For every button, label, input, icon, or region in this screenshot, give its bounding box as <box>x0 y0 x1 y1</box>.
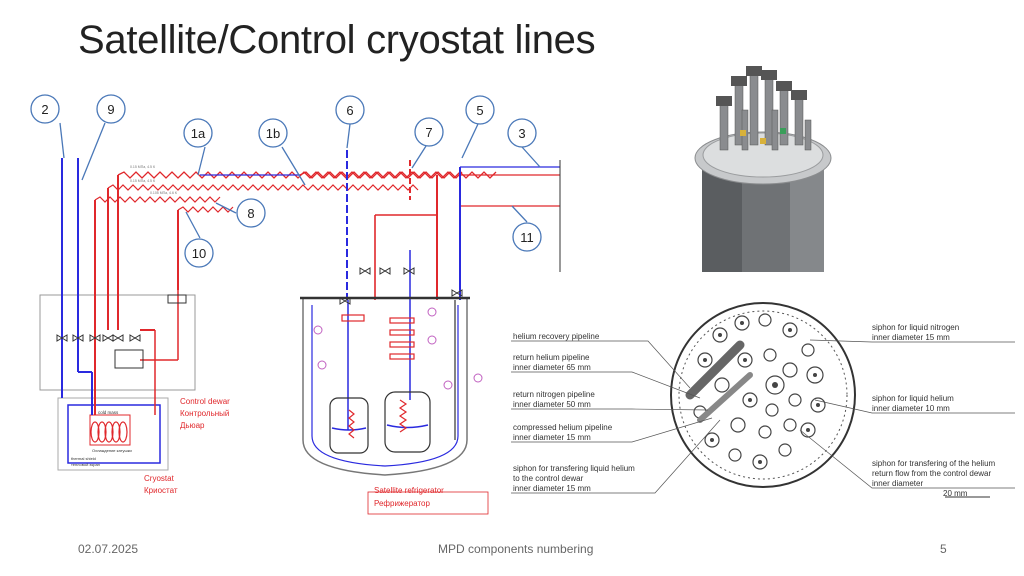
label-siphon-n2-2: inner diameter 15 mm <box>872 333 950 342</box>
callout-2 <box>30 94 60 124</box>
label-compressed-1: compressed helium pipeline <box>513 423 613 432</box>
svg-text:0.105 МПа, 4.6 К: 0.105 МПа, 4.6 К <box>150 191 178 195</box>
control-dewar-label: Control dewar <box>180 397 230 406</box>
cryostat-outer-box <box>57 397 169 471</box>
callout-label-7: 7 <box>425 125 432 140</box>
slide-footer: MPD components numbering <box>438 542 594 556</box>
control-dewar-ru2-label: Дьюар <box>180 421 205 430</box>
label-siphon-he-2: inner diameter 10 mm <box>872 404 950 413</box>
cold-mass-label: cold mass <box>98 410 119 415</box>
slide-date: 02.07.2025 <box>78 542 139 556</box>
callout-label-9: 9 <box>107 102 114 117</box>
label-siphon-return-2: return flow from the control dewar <box>872 469 991 478</box>
label-siphon-he-1: siphon for liquid helium <box>872 394 954 403</box>
coil <box>90 421 128 443</box>
label-compressed-2: inner diameter 15 mm <box>513 433 591 442</box>
label-return-helium-2: inner diameter 65 mm <box>513 363 591 372</box>
satellite-label: Satellite refrigerator <box>374 486 444 495</box>
label-return-helium-1: return helium pipeline <box>513 353 590 362</box>
satellite-refrigerator-schematic: Satellite refrigerator Рефрижератор <box>200 150 561 515</box>
label-siphon-return-1: siphon for transfering of the helium <box>872 459 996 468</box>
cryostat-ru-label: Криостат <box>144 486 178 495</box>
satellite-ru-label: Рефрижератор <box>374 499 430 508</box>
callout-label-5: 5 <box>476 103 483 118</box>
callout-5 <box>465 95 495 125</box>
cold-mass-box <box>89 414 131 446</box>
slide-title: Satellite/Control cryostat lines <box>78 18 596 62</box>
cryostat-label: Cryostat <box>144 474 175 483</box>
callout-label-1b: 1b <box>266 126 280 141</box>
callout-label-2: 2 <box>41 102 48 117</box>
callout-1b <box>258 118 288 148</box>
callout-3 <box>507 118 537 148</box>
callout-8 <box>236 198 266 228</box>
label-siphon-transfer-3: inner diameter 15 mm <box>513 484 591 493</box>
flange-labels: helium recovery pipeline return helium p… <box>513 323 996 498</box>
label-siphon-transfer-1: siphon for transfering liquid helium <box>513 464 635 473</box>
label-return-nitrogen-1: return nitrogen pipeline <box>513 390 595 399</box>
slide-number: 5 <box>940 542 947 556</box>
control-dewar-schematic: 0.15 МПа, 4.5 К 0.15 МПа, 4.5 К 0.105 МП… <box>39 158 497 495</box>
svg-text:0.15 МПа, 4.5 К: 0.15 МПа, 4.5 К <box>130 179 156 183</box>
callout-6 <box>335 95 365 125</box>
coil-label: Охлаждение катушки <box>92 448 132 453</box>
callout-labels: 2 9 1a 1b 6 7 5 3 8 10 11 <box>41 102 533 261</box>
callout-7 <box>414 117 444 147</box>
thermal-shield-ru-label: тепловой экран <box>71 462 100 467</box>
flange-top-view <box>511 302 1015 498</box>
callout-9 <box>96 94 126 124</box>
callout-label-3: 3 <box>518 126 525 141</box>
label-helium-recovery: helium recovery pipeline <box>513 332 600 341</box>
callout-label-11: 11 <box>520 230 534 245</box>
label-return-nitrogen-2: inner diameter 50 mm <box>513 400 591 409</box>
thermal-shield-label: thermal shield <box>71 456 96 461</box>
satellite-inner-shell <box>311 305 459 467</box>
svg-text:0.15 МПа, 4.5 К: 0.15 МПа, 4.5 К <box>130 165 156 169</box>
control-dewar-ru-label: Контрольный <box>180 409 229 418</box>
callout-label-8: 8 <box>247 206 254 221</box>
label-siphon-return-3: inner diameter <box>872 479 923 488</box>
cryostat-3d-render <box>694 58 834 273</box>
satellite-vessel <box>302 297 468 476</box>
callouts <box>30 94 542 268</box>
callout-11 <box>512 222 542 252</box>
callout-10 <box>184 238 214 268</box>
callout-label-6: 6 <box>346 103 353 118</box>
callout-1a <box>183 118 213 148</box>
label-siphon-transfer-2: to the control dewar <box>513 474 584 483</box>
callout-label-1a: 1a <box>191 126 206 141</box>
label-scale: 20 mm <box>943 489 968 498</box>
label-siphon-n2-1: siphon for liquid nitrogen <box>872 323 959 332</box>
callout-label-10: 10 <box>192 246 206 261</box>
cryostat-inner-box <box>67 404 161 464</box>
